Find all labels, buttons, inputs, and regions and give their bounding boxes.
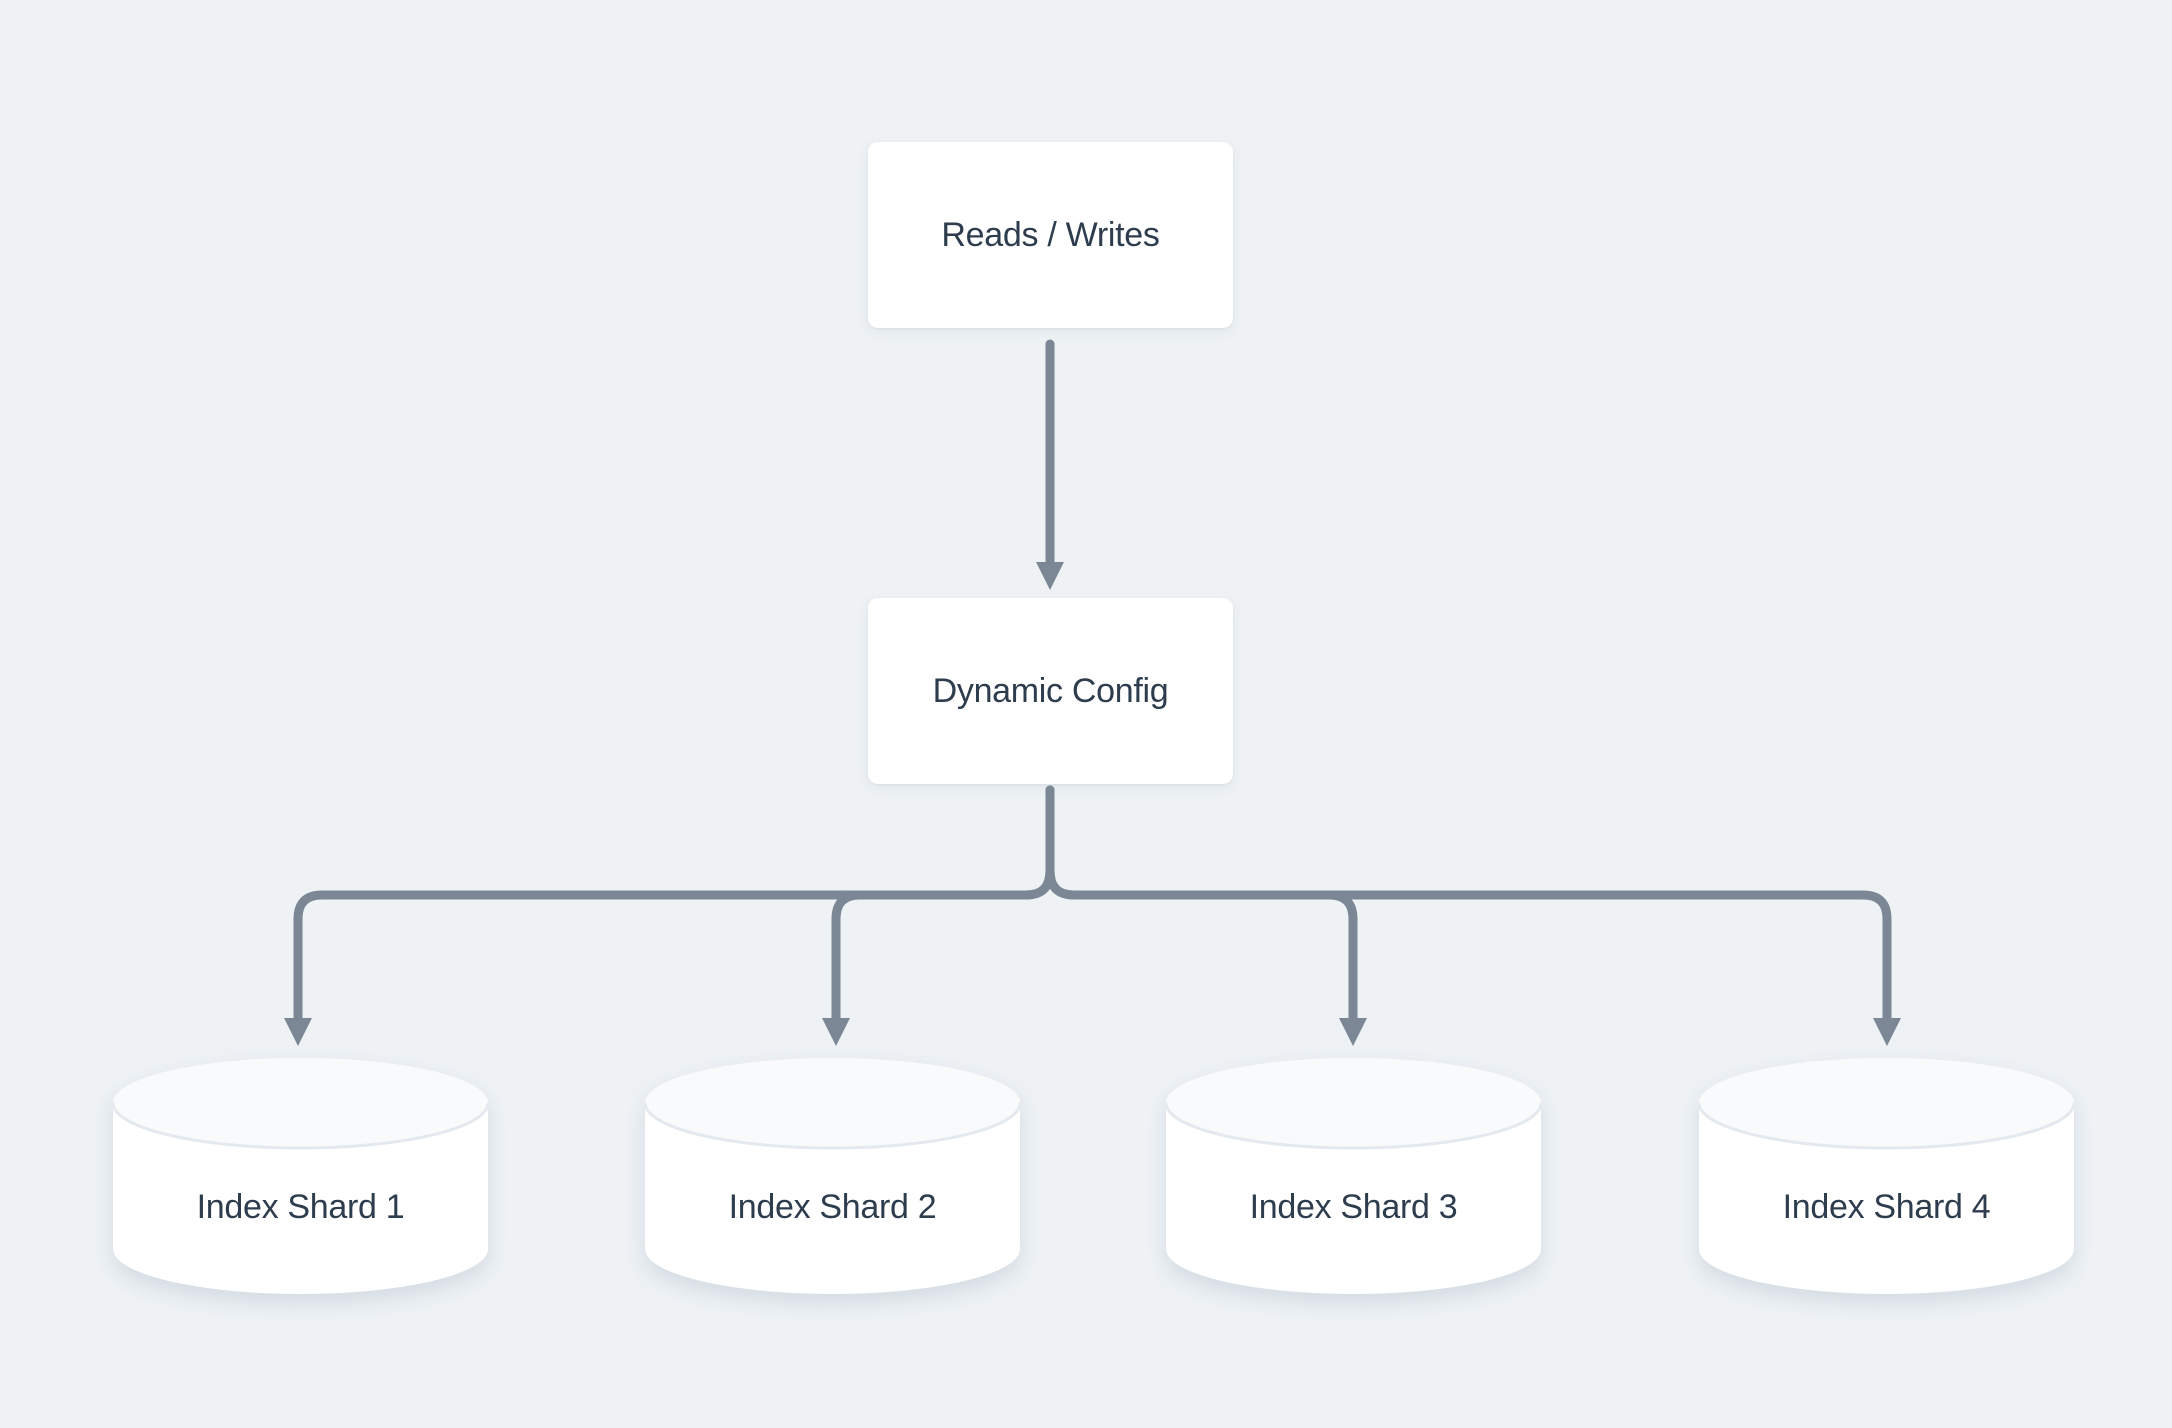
node-index-shard-1-label: Index Shard 1	[196, 1187, 405, 1226]
connector-dynamic-config-to-shard-2	[831, 785, 1055, 1025]
node-index-shard-4: Index Shard 4	[1699, 1058, 2074, 1294]
arrowhead-shard-1-icon	[284, 1018, 312, 1046]
node-dynamic-config: Dynamic Config	[868, 598, 1233, 784]
node-reads-writes-label: Reads / Writes	[941, 215, 1160, 254]
node-index-shard-1: Index Shard 1	[113, 1058, 488, 1294]
arrowhead-shard-2-icon	[822, 1018, 850, 1046]
database-cylinder-icon	[1166, 1058, 1541, 1294]
arrowhead-dynamic-config-icon	[1036, 562, 1064, 590]
database-cylinder-icon	[113, 1058, 488, 1294]
node-dynamic-config-label: Dynamic Config	[932, 671, 1169, 710]
node-index-shard-4-label: Index Shard 4	[1782, 1187, 1991, 1226]
connector-dynamic-config-to-shard-1	[293, 785, 1055, 1025]
arrowhead-shard-3-icon	[1339, 1018, 1367, 1046]
connector-dynamic-config-to-shard-3	[1045, 785, 1358, 1025]
node-index-shard-2: Index Shard 2	[645, 1058, 1020, 1294]
database-cylinder-icon	[1699, 1058, 2074, 1294]
node-index-shard-3-label: Index Shard 3	[1249, 1187, 1458, 1226]
node-index-shard-3: Index Shard 3	[1166, 1058, 1541, 1294]
node-index-shard-2-label: Index Shard 2	[728, 1187, 937, 1226]
connector-dynamic-config-to-shard-4	[1045, 785, 1892, 1025]
arrowhead-shard-4-icon	[1873, 1018, 1901, 1046]
database-cylinder-icon	[645, 1058, 1020, 1294]
node-reads-writes: Reads / Writes	[868, 142, 1233, 328]
